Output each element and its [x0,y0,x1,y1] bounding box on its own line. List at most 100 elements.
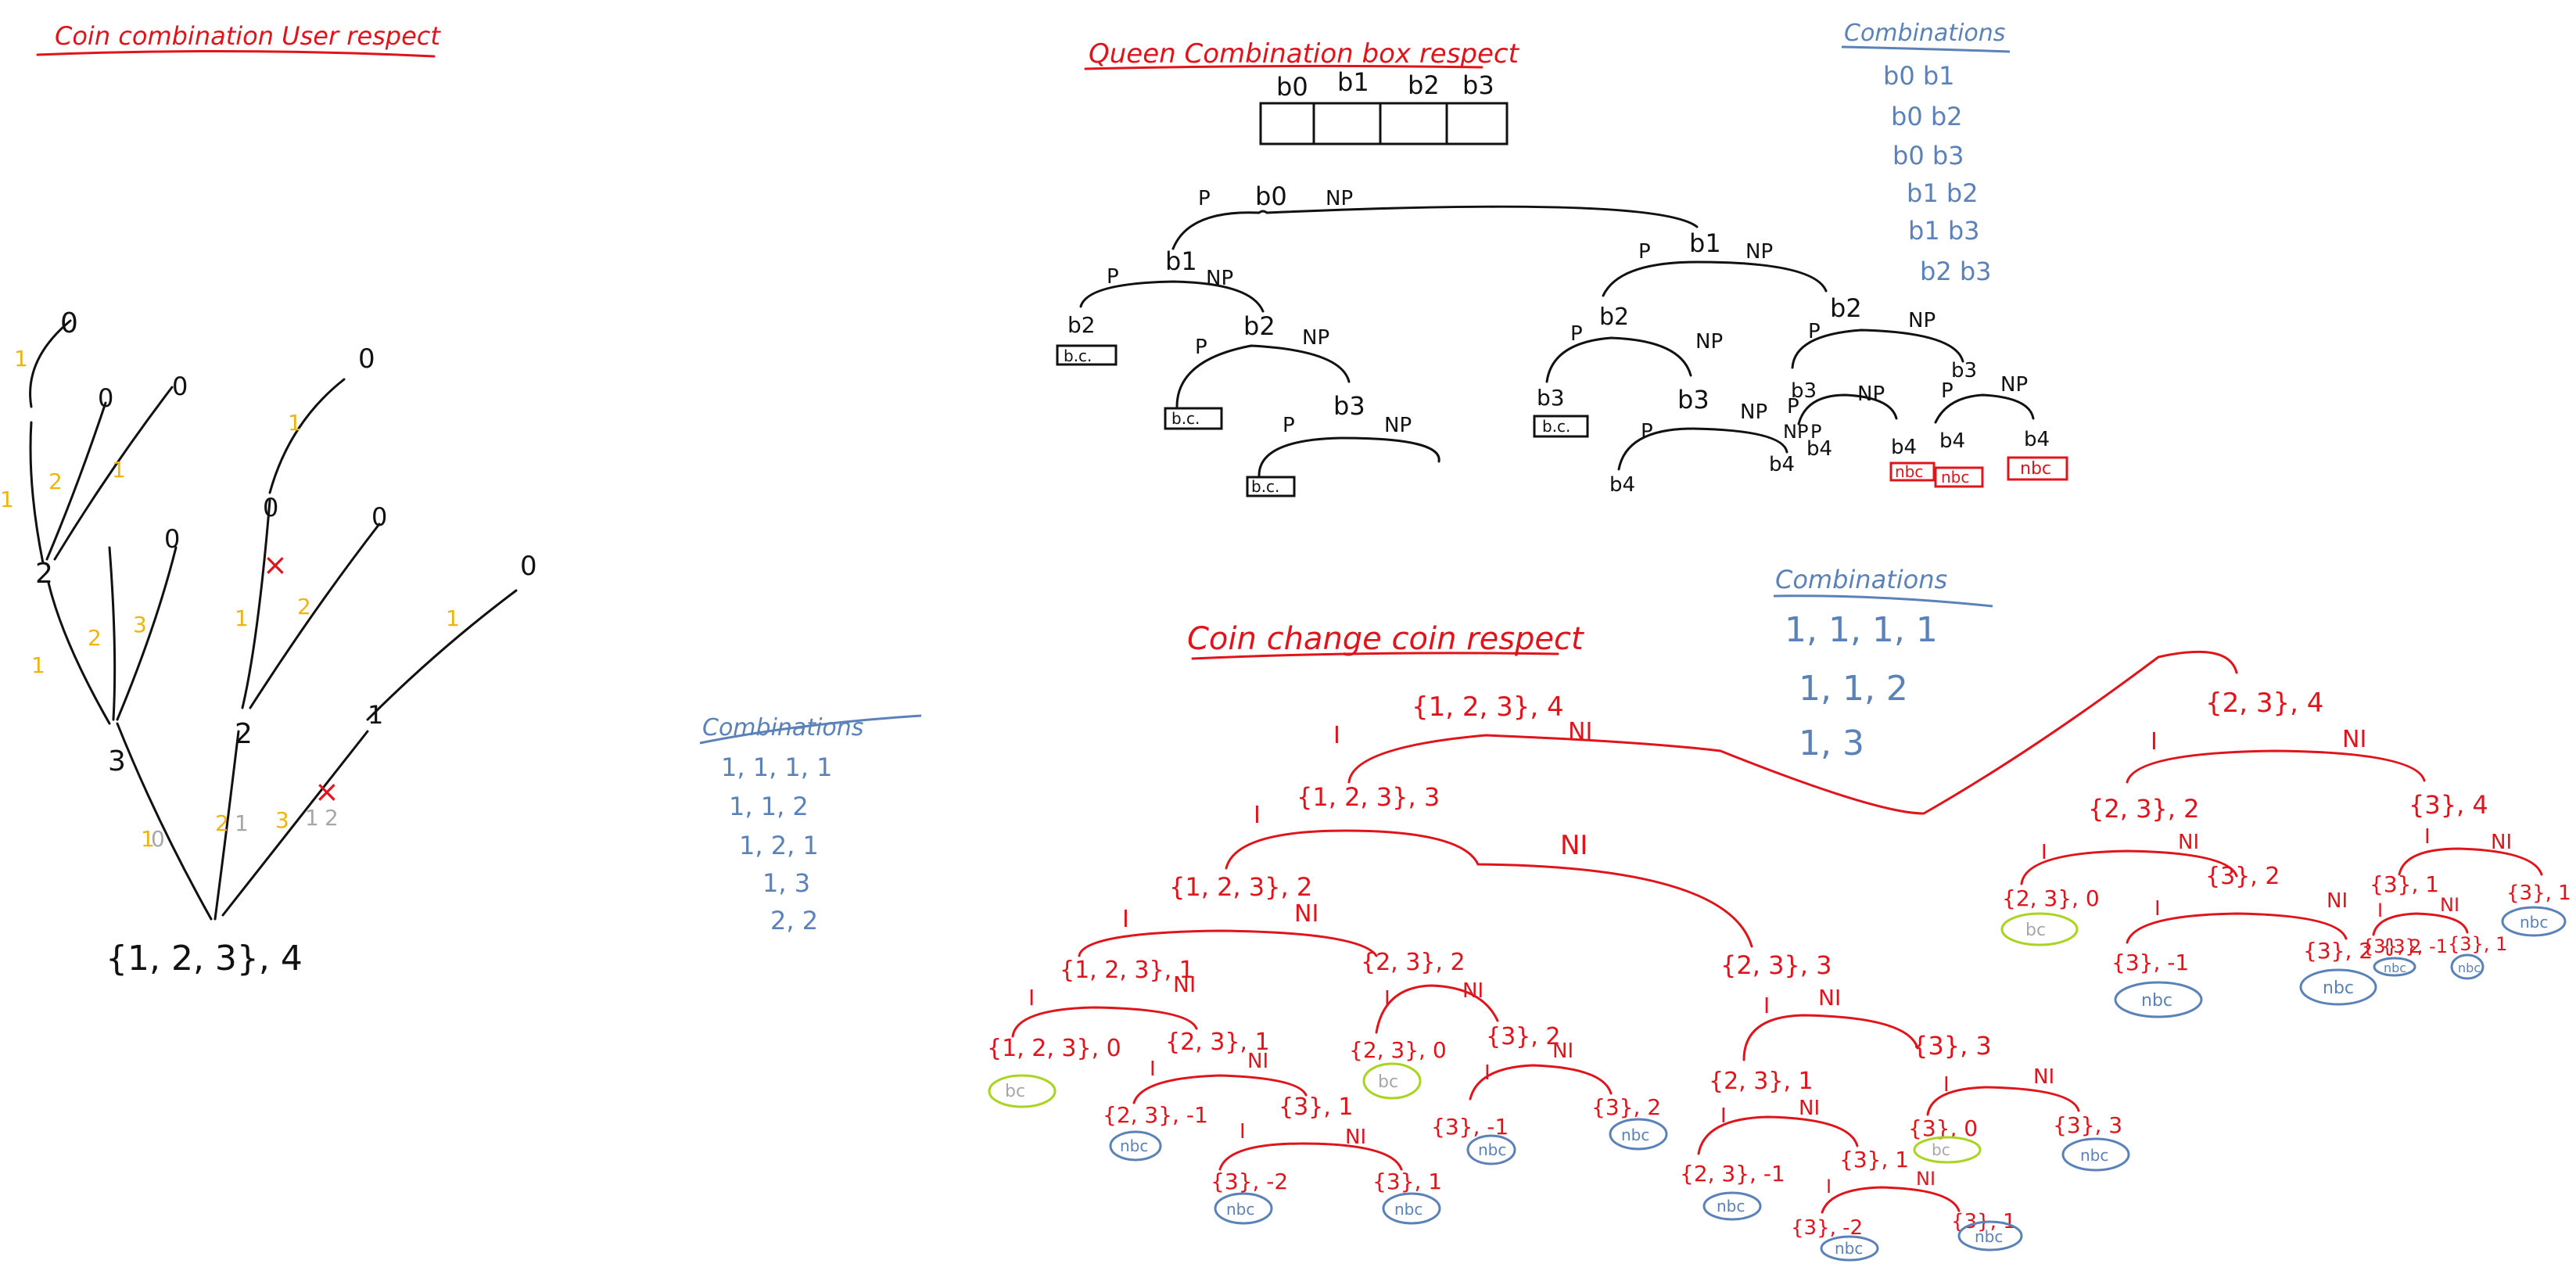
cc-node: {3}, 1 [1372,1169,1442,1194]
nbc-ellipse [2373,957,2416,977]
combination-item: b1 b3 [1908,216,1980,246]
nbc-label: nbc [2141,991,2172,1011]
brace [1347,650,2238,815]
cc-node: {2, 3}, 0 [2002,885,2100,911]
combinations-heading: Combinations [1844,20,2005,47]
brace [1545,336,1692,383]
combination-item: 1, 1, 1, 1 [1785,610,1938,650]
nbc-label: nbc [1120,1137,1148,1155]
cc-branch: NI [1560,830,1588,861]
brace [1934,393,2035,424]
brace [1926,1086,2080,1116]
nbc-label: nbc [1835,1239,1863,1258]
queen-title: Queen Combination box respect [1089,38,1520,70]
queen-branch: P [1810,421,1821,443]
queen-branch: NP [1740,400,1767,424]
cc-node: {2, 3}, 0 [1349,1037,1447,1063]
brace [2398,847,2543,876]
branch-label: 1 [288,410,302,436]
combinations-underline [1773,594,1993,608]
coin-user-tree: Coin combination User respect 0 0 0 2 0 … [0,21,922,979]
bc-label: bc [2025,921,2046,940]
coin-user-node: 2 [235,718,253,750]
queen-node: b3 [1677,385,1710,415]
cc-branch: NI [1173,971,1196,997]
cc-node: {2, 3}, 1 [1709,1068,1814,1095]
coin-user-root: {1, 2, 3}, 4 [106,939,303,979]
coin-user-node: 1 [368,700,383,730]
cc-branch: NI [2327,889,2348,913]
cc-node: {3}, 2 [2205,863,2280,890]
queen-node: b2 [1067,312,1096,338]
brace [1821,1186,1961,1214]
branch-label: 2 [215,810,229,836]
branch-label: 3 [275,807,289,833]
cc-node: {3}, -1 [2381,935,2448,957]
brace [1617,427,1788,471]
cc-branch: NI [1247,1050,1268,1073]
queen-branch: NP [1302,326,1329,350]
branch-label: 1 [14,346,28,372]
nbc-ellipse [2501,906,2567,937]
cc-branch: NI [1799,1097,1820,1120]
brace [2126,912,2348,944]
branch-label: 2 [88,625,102,651]
edge [116,546,178,721]
bc-label: b.c. [1171,409,1200,428]
coin-user-node: 0 [172,372,188,401]
bc-label: b.c. [1251,477,1279,496]
combination-item: 1, 2, 1 [739,831,819,860]
nbc-label: nbc [2080,1146,2108,1165]
coin-user-node: 0 [520,551,537,582]
queen-node: b4 [1891,436,1917,459]
bc-ellipse [1362,1062,1422,1100]
queen-tree: Queen Combination box respect b0 b1 b2 b… [1056,20,2068,497]
box-label: b2 [1408,70,1440,100]
coin-user-node: 0 [358,343,375,375]
brace [1797,393,1898,426]
cc-branch: I [1254,802,1261,829]
bc-box [1164,407,1223,430]
queen-node: b2 [1599,303,1629,331]
cc-node: {2, 3}, 4 [2205,688,2323,719]
brace [1078,929,1378,957]
cc-branch: NI [1916,1168,1936,1190]
queen-node: b2 [1243,311,1275,341]
bc-ellipse [988,1074,1057,1108]
edge [241,499,271,709]
queen-node: b2 [1830,293,1862,323]
queen-node: b3 [1951,359,1977,382]
queen-node: b4 [2024,428,2050,451]
cc-branch: I [1333,722,1340,749]
cc-branch: I [2151,728,2158,756]
edge [221,730,369,917]
cc-node: {3}, 3 [2053,1112,2122,1138]
cc-branch: NI [1552,1040,1573,1063]
nbc-box [2007,456,2068,481]
queen-node: b4 [1769,453,1795,476]
queen-branch: NP [2000,373,2028,397]
nbc-label: nbc [2020,459,2051,479]
edge [213,730,240,921]
nbc-ellipse [2450,953,2485,980]
queen-node: b3 [1791,379,1817,403]
queen-branch: NP [1384,414,1412,437]
bc-label: b.c. [1542,417,1570,436]
edge [268,378,346,494]
cc-node: {1, 2, 3}, 4 [1412,691,1564,723]
bc-label: bc [1378,1072,1398,1092]
nbc-label: nbc [1226,1200,1254,1219]
queen-branch: P [1198,187,1211,210]
cc-node: {1, 2, 3}, 1 [1060,957,1194,984]
cc-branch: I [1484,1061,1491,1085]
cross-mark: × [314,774,339,809]
cc-node: {3}, 2 [2362,935,2421,957]
queen-branch: P [1787,395,1799,418]
cc-branch: NI [2440,894,2459,916]
combinations-underline [1841,45,2011,53]
cc-node: {2, 3}, 2 [1361,949,1466,976]
cc-branch: NI [2491,831,2512,854]
edge [29,421,45,565]
cc-node: {3}, -1 [2111,950,2189,975]
nbc-label: nbc [1895,462,1923,481]
